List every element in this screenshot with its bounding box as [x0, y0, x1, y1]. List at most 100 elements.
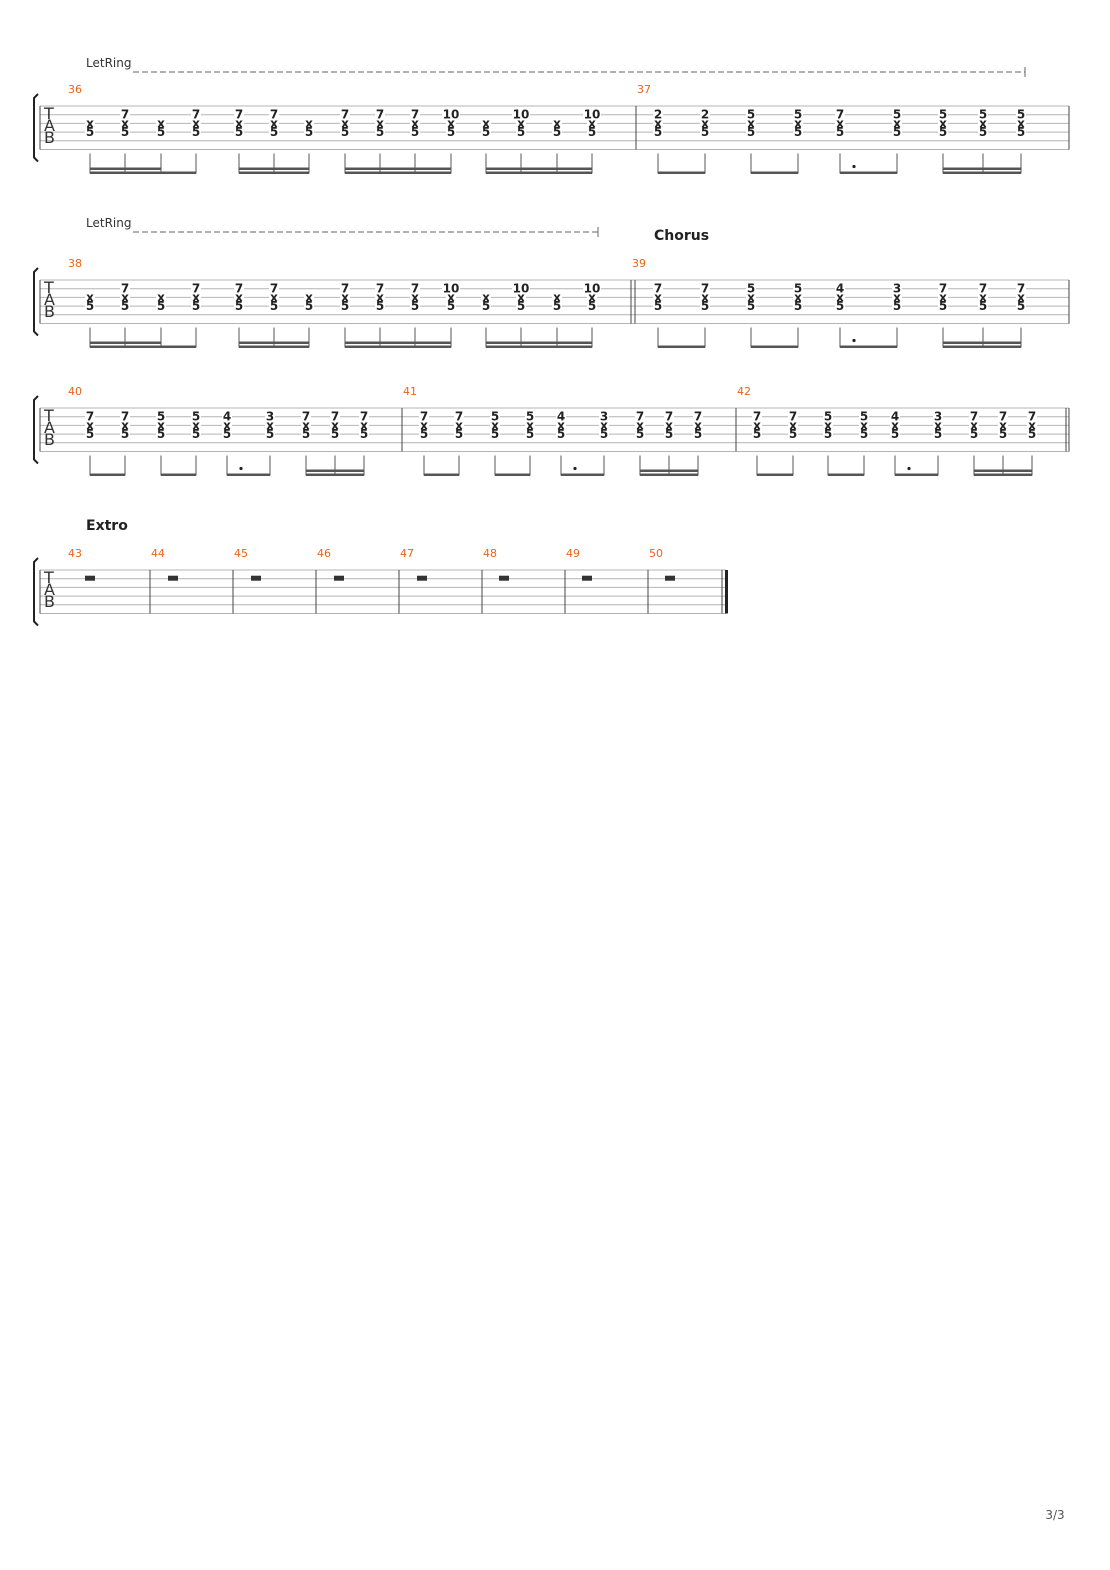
beam [486, 345, 592, 348]
rest-mark [334, 575, 344, 581]
dead-note: x [526, 418, 534, 432]
note-mask [481, 118, 491, 128]
page-number: 3/3 [1045, 1508, 1065, 1522]
note-mask [859, 411, 869, 421]
fret-number: 7 [360, 410, 368, 424]
note-mask [938, 301, 948, 311]
fret-number: 5 [86, 427, 94, 441]
note-mask [938, 118, 948, 128]
note-mask [793, 127, 803, 137]
dead-note: x [491, 418, 499, 432]
fret-number: 7 [979, 282, 987, 296]
fret-number: 5 [482, 125, 490, 139]
beam [90, 345, 196, 348]
fret-number: 5 [270, 299, 278, 313]
dead-note: x [824, 418, 832, 432]
note-mask [788, 429, 798, 439]
fret-number: 5 [701, 125, 709, 139]
dead-note: x [302, 418, 310, 432]
note-mask [525, 429, 535, 439]
fret-number: 5 [1017, 125, 1025, 139]
fret-number: 5 [553, 299, 561, 313]
note-mask [191, 429, 201, 439]
rest-mark [168, 575, 178, 581]
fret-number: 5 [526, 427, 534, 441]
note-mask [793, 118, 803, 128]
fret-number: 5 [157, 427, 165, 441]
fret-number: 5 [223, 427, 231, 441]
note-mask [330, 420, 340, 430]
note-mask [516, 127, 526, 137]
note-mask [375, 283, 385, 293]
fret-number: 7 [939, 282, 947, 296]
note-mask [419, 429, 429, 439]
note-mask [304, 301, 314, 311]
fret-number: 5 [192, 125, 200, 139]
fret-number: 7 [411, 282, 419, 296]
note-mask [587, 127, 597, 137]
dead-note: x [891, 418, 899, 432]
note-mask [700, 118, 710, 128]
measure-number: 47 [400, 547, 414, 560]
measure-number: 39 [632, 257, 646, 270]
note-mask [191, 411, 201, 421]
fret-number: 7 [270, 108, 278, 122]
beam [943, 171, 1021, 174]
dead-note: x [1028, 418, 1036, 432]
note-mask [1016, 301, 1026, 311]
fret-number: 7 [121, 108, 129, 122]
note-mask [490, 420, 500, 430]
note-mask [746, 301, 756, 311]
note-mask [359, 429, 369, 439]
note-mask [693, 420, 703, 430]
fret-number: 4 [223, 410, 231, 424]
note-mask [234, 301, 244, 311]
fret-number: 7 [1017, 282, 1025, 296]
fret-number: 5 [654, 125, 662, 139]
beam [486, 171, 592, 174]
beam [239, 171, 309, 174]
note-mask [693, 429, 703, 439]
note-mask [835, 118, 845, 128]
fret-number: 5 [824, 427, 832, 441]
tab-clef-letter: T [43, 278, 54, 297]
note-mask [446, 118, 456, 128]
dead-note: x [588, 116, 596, 130]
note-mask [933, 420, 943, 430]
fret-number: 7 [192, 282, 200, 296]
measure-number: 49 [566, 547, 580, 560]
dead-note: x [270, 290, 278, 304]
note-mask [635, 411, 645, 421]
dead-note: x [1017, 116, 1025, 130]
note-mask [454, 411, 464, 421]
note-mask [85, 411, 95, 421]
note-mask [446, 127, 456, 137]
note-mask [835, 283, 845, 293]
fret-number: 3 [266, 410, 274, 424]
beam [840, 171, 897, 174]
note-mask [120, 127, 130, 137]
dead-note: x [420, 418, 428, 432]
note-mask [191, 283, 201, 293]
dead-note: x [794, 116, 802, 130]
note-mask [998, 420, 1008, 430]
note-mask [265, 420, 275, 430]
fret-number: 5 [302, 427, 310, 441]
note-mask [442, 283, 460, 293]
measure-number: 43 [68, 547, 82, 560]
dead-note: x [341, 116, 349, 130]
note-mask [359, 411, 369, 421]
note-mask [998, 411, 1008, 421]
measure-number: 44 [151, 547, 165, 560]
tab-clef-letter: A [44, 116, 55, 135]
note-mask [375, 292, 385, 302]
fret-number: 5 [939, 125, 947, 139]
note-mask [516, 118, 526, 128]
fret-number: 7 [270, 282, 278, 296]
note-mask [269, 283, 279, 293]
dead-note: x [694, 418, 702, 432]
note-mask [525, 420, 535, 430]
fret-number: 5 [747, 299, 755, 313]
beam [239, 345, 309, 348]
